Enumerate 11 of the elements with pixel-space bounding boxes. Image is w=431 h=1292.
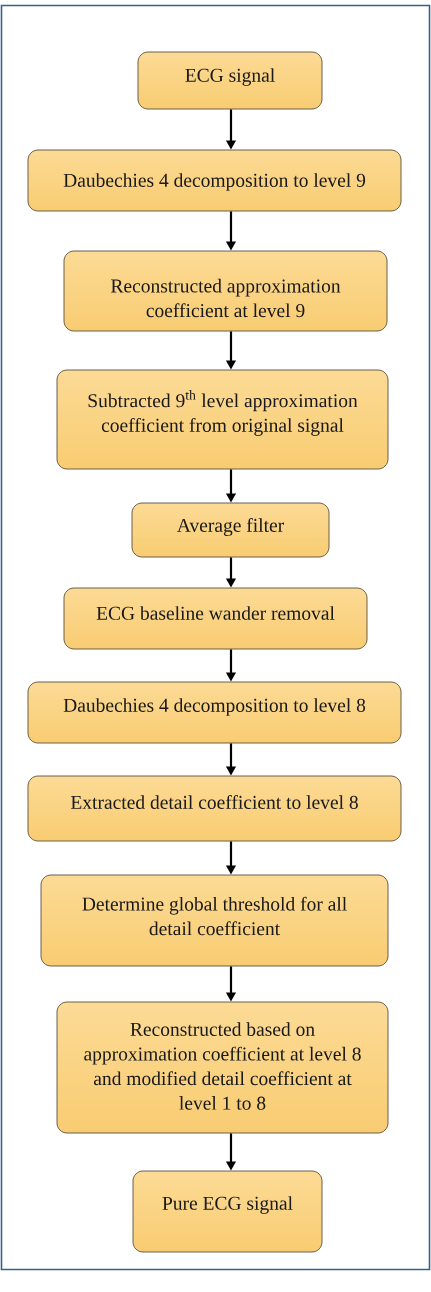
process-box: ECG baseline wander removal [63, 587, 368, 650]
process-box: Pure ECG signal [132, 1170, 323, 1253]
process-box: Reconstructed based on approximation coefficient at level 8 and modified detail coefficient at level 1 to 8 [56, 1001, 389, 1134]
process-box: Average filter [131, 502, 330, 558]
process-box: Daubechies 4 decomposition to level 8 [27, 681, 402, 744]
process-box: ECG signal [137, 51, 323, 110]
process-box: Extracted detail coefficient to level 8 [27, 775, 402, 842]
process-box: Reconstructed approximation coefficient at level 9 [63, 250, 388, 332]
process-box: Determine global threshold for all detail coefficient [40, 874, 389, 967]
process-box: Subtracted 9$^{th}$ level approximation coefficient from original signal [56, 369, 389, 470]
process-box: Daubechies 4 decomposition to level 9 [27, 149, 402, 212]
